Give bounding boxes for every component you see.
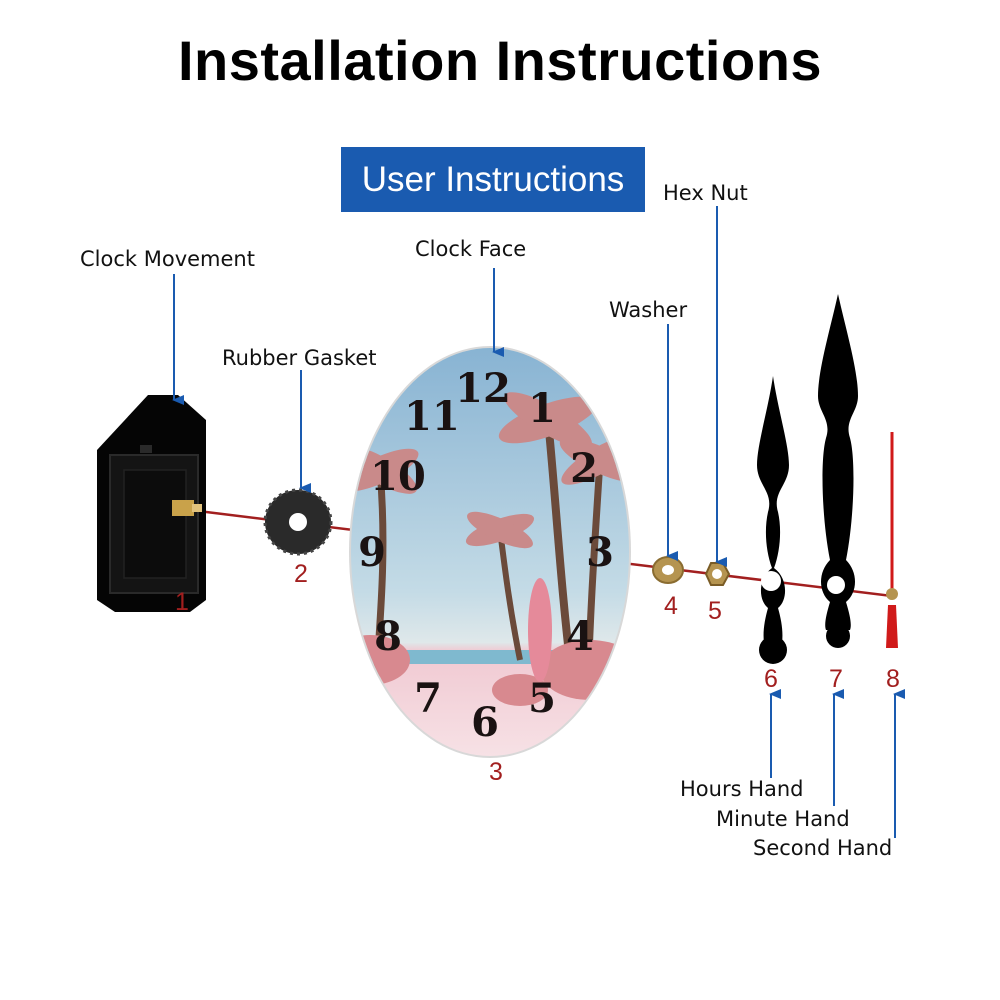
dial-number-11: 11 [404,393,460,440]
part-number-5: 5 [708,597,722,625]
callout-arrows [172,206,905,838]
part-number-7: 7 [829,665,843,693]
part-number-6: 6 [764,665,778,693]
dial-number-12: 12 [455,365,511,412]
dial-number-5: 5 [528,675,556,722]
label-second-hand: Second Hand [753,836,893,860]
washer-icon [652,556,684,584]
minute-hand-icon [818,294,858,648]
second-hand-icon [886,432,898,648]
part-number-8: 8 [886,665,900,693]
part-number-4: 4 [664,592,678,620]
rubber-gasket-icon [263,488,333,556]
dial-number-3: 3 [586,529,614,576]
clock-face-icon [349,346,631,758]
dial-number-2: 2 [570,445,598,492]
dial-number-7: 7 [414,675,442,722]
part-number-1: 1 [175,588,189,616]
dial-number-8: 8 [374,613,402,660]
dial-number-6: 6 [471,699,499,746]
subtitle-text: User Instructions [361,160,625,199]
label-clock-face: Clock Face [415,237,527,261]
part-number-3: 3 [489,758,503,786]
page-title: Installation Instructions [177,29,823,92]
dial-numbers: 12 1 2 3 4 5 6 7 8 9 10 11 [358,365,614,746]
part-number-2: 2 [294,560,308,588]
dial-number-9: 9 [358,529,386,576]
label-minute-hand: Minute Hand [716,807,850,831]
label-clock-movement: Clock Movement [80,247,255,271]
clock-movement-icon [97,395,206,612]
label-washer: Washer [609,298,688,322]
label-rubber-gasket: Rubber Gasket [222,346,377,370]
subtitle-banner [341,147,645,212]
label-hours-hand: Hours Hand [680,777,804,801]
label-hex-nut: Hex Nut [663,181,748,205]
dial-number-10: 10 [370,453,426,500]
hours-hand-icon [757,376,789,664]
dial-number-1: 1 [528,385,556,432]
hex-nut-icon [704,562,731,586]
dial-number-4: 4 [566,613,594,660]
